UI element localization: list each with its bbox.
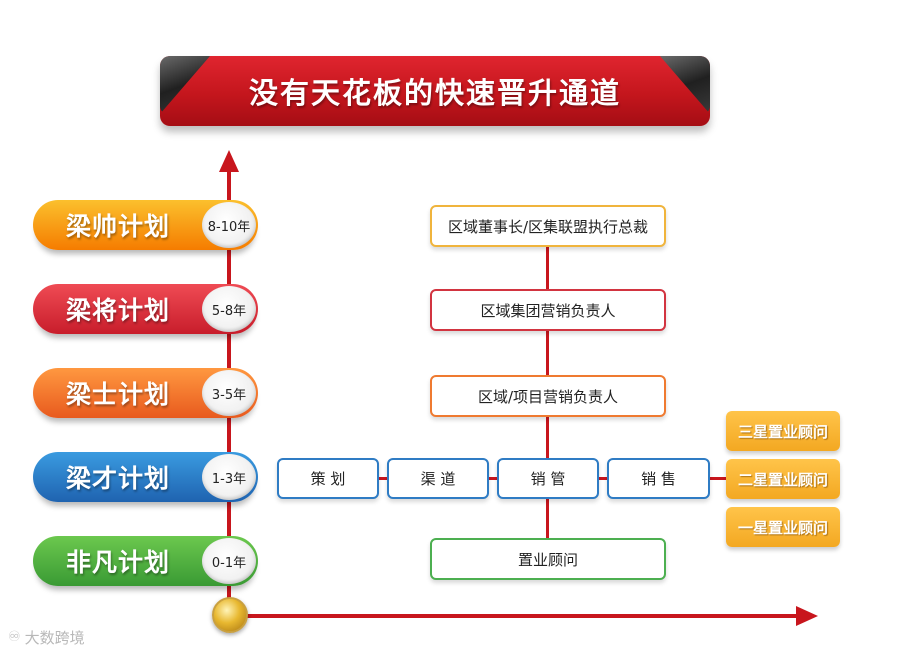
connector-line [488, 477, 498, 480]
plan-years-badge: 5-8年 [202, 286, 256, 332]
plan-years-badge: 0-1年 [202, 538, 256, 584]
gold-origin-coin-icon [212, 597, 248, 633]
plan-label: 非凡计划 [65, 548, 170, 577]
plan-label: 梁帅计划 [65, 212, 170, 241]
connector-line [546, 246, 549, 290]
page-title: 没有天花板的快速晋升通道 [248, 76, 621, 110]
connector-line [546, 416, 549, 458]
org-box-sales: 销 售 [607, 458, 710, 499]
org-box-sales-consultant: 置业顾问 [430, 538, 666, 580]
org-box-group-marketing-head: 区域集团营销负责人 [430, 289, 666, 331]
org-box-planning: 策 划 [277, 458, 379, 499]
title-banner [160, 56, 710, 126]
plan-label: 梁士计划 [65, 380, 170, 409]
vertical-axis-arrow-icon [219, 150, 239, 172]
org-box-sales-management: 销 管 [497, 458, 599, 499]
org-box-regional-chairman: 区域董事长/区集联盟执行总裁 [430, 205, 666, 247]
star-level-2: 二星置业顾问 [726, 459, 840, 499]
plan-years-badge: 8-10年 [202, 202, 256, 248]
connector-line [546, 499, 549, 539]
star-level-3: 三星置业顾问 [726, 411, 840, 451]
connector-line [546, 330, 549, 376]
watermark: ♾ 大数跨境 [8, 626, 85, 648]
plan-label: 梁将计划 [65, 296, 170, 325]
connector-line [598, 477, 608, 480]
org-box-project-marketing-head: 区域/项目营销负责人 [430, 375, 666, 417]
plan-label: 梁才计划 [65, 464, 170, 493]
star-level-1: 一星置业顾问 [726, 507, 840, 547]
horizontal-axis-arrow-icon [796, 606, 818, 626]
connector-line [378, 477, 388, 480]
plan-years-badge: 3-5年 [202, 370, 256, 416]
horizontal-axis [245, 614, 800, 618]
plan-years-badge: 1-3年 [202, 454, 256, 500]
org-box-channel: 渠 道 [387, 458, 489, 499]
watermark-text: 大数跨境 [24, 628, 85, 647]
watermark-logo-icon: ♾ [8, 629, 21, 645]
connector-line [709, 477, 727, 480]
